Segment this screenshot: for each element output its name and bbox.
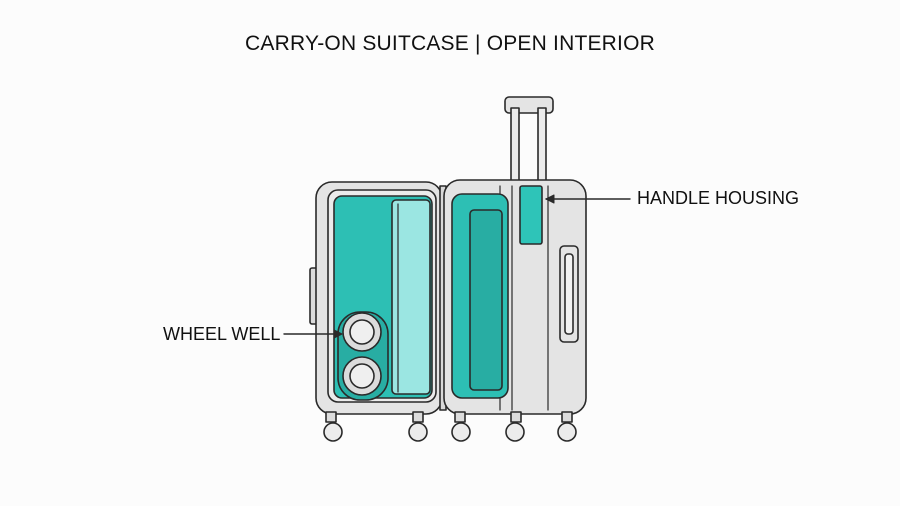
wheels xyxy=(323,411,577,442)
left-shell xyxy=(309,181,443,415)
wheel-5 xyxy=(557,422,577,442)
wheel-well-label: WHEEL WELL xyxy=(163,324,281,344)
diagram-title: CARRY-ON SUITCASE | OPEN INTERIOR xyxy=(245,32,655,55)
right-shell xyxy=(443,179,587,415)
wheel-4 xyxy=(505,422,525,442)
wheel-2 xyxy=(408,422,428,442)
inner-pocket xyxy=(391,199,431,395)
handle-housing-label: HANDLE HOUSING xyxy=(637,188,800,208)
wheel-3 xyxy=(451,422,471,442)
telescoping-handle xyxy=(504,96,554,189)
wheel-1 xyxy=(323,422,343,442)
handle-housing xyxy=(519,185,543,245)
wheel-well-leader xyxy=(283,329,343,339)
handle-housing-leader xyxy=(545,194,631,204)
